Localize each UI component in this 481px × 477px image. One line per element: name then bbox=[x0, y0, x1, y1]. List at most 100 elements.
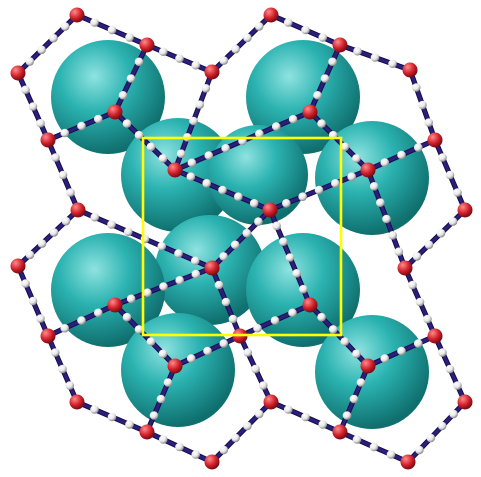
bridge-atom bbox=[60, 22, 70, 31]
atom-layer bbox=[10, 7, 473, 470]
bridge-atom bbox=[413, 143, 423, 152]
bridge-atom bbox=[254, 217, 263, 226]
bridge-atom bbox=[156, 394, 166, 404]
framework-node bbox=[360, 358, 376, 374]
framework-node bbox=[10, 258, 26, 274]
bridge-atom bbox=[352, 154, 361, 163]
bridge-atom bbox=[143, 288, 152, 297]
bridge-atom bbox=[376, 198, 385, 207]
bridge-atom bbox=[77, 316, 86, 325]
framework-node bbox=[40, 132, 56, 148]
bridge-atom bbox=[254, 409, 264, 419]
bridge-atom bbox=[437, 421, 447, 431]
framework-node bbox=[69, 7, 85, 23]
bridge-atom bbox=[234, 192, 243, 201]
bridge-atom bbox=[272, 221, 281, 231]
framework-node bbox=[139, 37, 155, 53]
bridge-atom bbox=[58, 170, 68, 180]
bridge-atom bbox=[134, 130, 144, 140]
bridge-atom bbox=[36, 118, 45, 128]
framework-node bbox=[107, 104, 123, 120]
bridge-atom bbox=[436, 228, 446, 238]
bridge-atom bbox=[314, 185, 324, 195]
bridge-atom bbox=[25, 250, 35, 260]
framework-node bbox=[70, 202, 86, 218]
framework-node bbox=[332, 424, 348, 440]
bridge-atom bbox=[251, 364, 260, 374]
bridge-atom bbox=[146, 337, 156, 346]
bridge-atom bbox=[28, 102, 38, 111]
bridge-atom bbox=[163, 378, 173, 387]
framework-node bbox=[360, 162, 376, 178]
bridge-atom bbox=[60, 323, 70, 333]
bridge-atom bbox=[445, 364, 455, 374]
bridge-atom bbox=[158, 47, 168, 57]
bridge-atom bbox=[380, 158, 390, 167]
bridge-atom bbox=[50, 348, 60, 357]
bridge-atom bbox=[388, 59, 397, 69]
bridge-atom bbox=[77, 121, 86, 131]
framework-node bbox=[427, 328, 443, 344]
bridge-atom bbox=[352, 349, 361, 359]
bridge-atom bbox=[191, 60, 201, 70]
bridge-atom bbox=[176, 149, 186, 158]
bridge-atom bbox=[301, 25, 310, 35]
bridge-atom bbox=[426, 433, 436, 443]
framework-node bbox=[397, 260, 413, 276]
bridge-atom bbox=[107, 220, 116, 229]
bridge-atom bbox=[228, 314, 238, 324]
bridge-atom bbox=[126, 294, 136, 304]
bridge-atom bbox=[331, 179, 340, 188]
bridge-atom bbox=[221, 297, 231, 307]
bridge-atom bbox=[453, 381, 462, 390]
bridge-atom bbox=[380, 354, 390, 363]
bridge-atom bbox=[408, 280, 417, 290]
bridge-atom bbox=[149, 411, 159, 420]
bridge-atom bbox=[418, 100, 427, 110]
framework-node bbox=[262, 202, 278, 218]
bridge-atom bbox=[415, 445, 424, 455]
bridge-atom bbox=[292, 269, 301, 278]
bridge-atom bbox=[122, 119, 132, 128]
bridge-atom bbox=[65, 381, 75, 390]
bridge-atom bbox=[299, 284, 308, 294]
framework-node bbox=[332, 37, 348, 53]
bridge-atom bbox=[134, 325, 144, 334]
bridge-atom bbox=[411, 83, 421, 92]
bridge-atom bbox=[61, 216, 71, 226]
framework-node bbox=[457, 202, 473, 218]
bridge-atom bbox=[242, 228, 252, 238]
bridge-atom bbox=[413, 339, 423, 348]
bridge-atom bbox=[191, 269, 201, 279]
framework-node bbox=[139, 424, 155, 440]
framework-node bbox=[69, 394, 85, 410]
bridge-atom bbox=[201, 84, 211, 93]
bridge-atom bbox=[328, 325, 338, 334]
bridge-atom bbox=[397, 150, 406, 160]
bridge-atom bbox=[189, 116, 198, 126]
bridge-atom bbox=[60, 128, 70, 138]
bridge-atom bbox=[231, 44, 240, 54]
bridge-atom bbox=[49, 33, 58, 43]
bridge-atom bbox=[36, 314, 45, 323]
bridge-atom bbox=[221, 143, 230, 153]
bridge-atom bbox=[90, 18, 99, 27]
bridge-atom bbox=[125, 33, 134, 42]
bridge-atom bbox=[214, 280, 224, 290]
bridge-atom bbox=[370, 53, 380, 62]
bridge-atom bbox=[438, 153, 447, 162]
bridge-atom bbox=[282, 199, 291, 208]
bridge-atom bbox=[174, 249, 183, 258]
bridge-atom bbox=[318, 33, 328, 42]
bridge-atom bbox=[134, 57, 144, 67]
bridge-atom bbox=[424, 118, 434, 127]
bridge-atom bbox=[175, 276, 184, 285]
bridge-atom bbox=[123, 227, 133, 237]
bridge-atom bbox=[285, 253, 295, 262]
bridge-atom bbox=[51, 153, 60, 162]
bridge-atom bbox=[253, 323, 262, 333]
bridge-atom bbox=[219, 445, 229, 455]
bridge-atom bbox=[204, 151, 214, 160]
bridge-atom bbox=[219, 339, 229, 348]
bridge-atom bbox=[313, 90, 322, 100]
